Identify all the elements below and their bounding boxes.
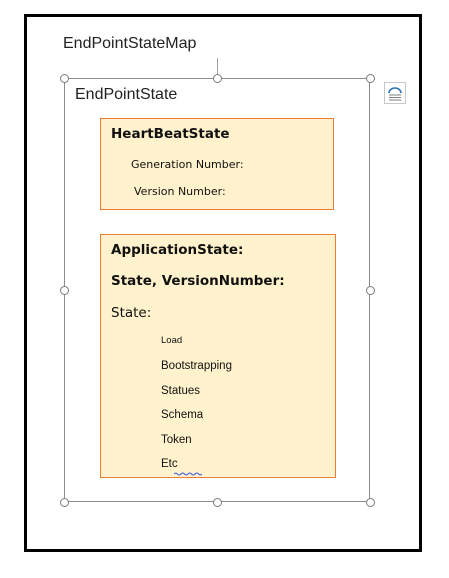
resize-handle-top-left[interactable] bbox=[59, 73, 69, 83]
generation-number-label: Generation Number: bbox=[131, 158, 244, 171]
state-item-token: Token bbox=[161, 434, 192, 446]
resize-handle-bottom-right[interactable] bbox=[365, 497, 375, 507]
resize-handle-bottom-center[interactable] bbox=[212, 497, 222, 507]
state-item-load: Load bbox=[161, 335, 183, 346]
resize-handle-middle-left[interactable] bbox=[59, 285, 69, 295]
version-number-label: Version Number: bbox=[134, 185, 226, 198]
rotate-handle[interactable] bbox=[212, 73, 222, 83]
resize-handle-top-right[interactable] bbox=[365, 73, 375, 83]
rotate-handle-line bbox=[217, 58, 218, 78]
state-item-bootstrapping: Bootstrapping bbox=[161, 360, 232, 372]
state-item-statues: Statues bbox=[161, 385, 200, 397]
endpoint-state-title: EndPointState bbox=[75, 86, 178, 103]
spellcheck-squiggle bbox=[174, 472, 202, 476]
state-item-etc: Etc bbox=[161, 458, 178, 470]
state-item-schema: Schema bbox=[161, 409, 204, 421]
endpoint-state-map-title: EndPointStateMap bbox=[63, 35, 197, 52]
application-state-title: ApplicationState: bbox=[111, 242, 244, 258]
heartbeat-state-box[interactable]: HeartBeatState Generation Number: Versio… bbox=[100, 118, 334, 210]
heartbeat-state-title: HeartBeatState bbox=[111, 126, 230, 142]
state-label: State: bbox=[111, 305, 152, 321]
layout-options-icon[interactable] bbox=[384, 82, 406, 104]
application-state-box[interactable]: ApplicationState: State, VersionNumber: … bbox=[100, 234, 336, 478]
state-version-number-label: State, VersionNumber: bbox=[111, 273, 285, 289]
resize-handle-middle-right[interactable] bbox=[365, 285, 375, 295]
resize-handle-bottom-left[interactable] bbox=[59, 497, 69, 507]
